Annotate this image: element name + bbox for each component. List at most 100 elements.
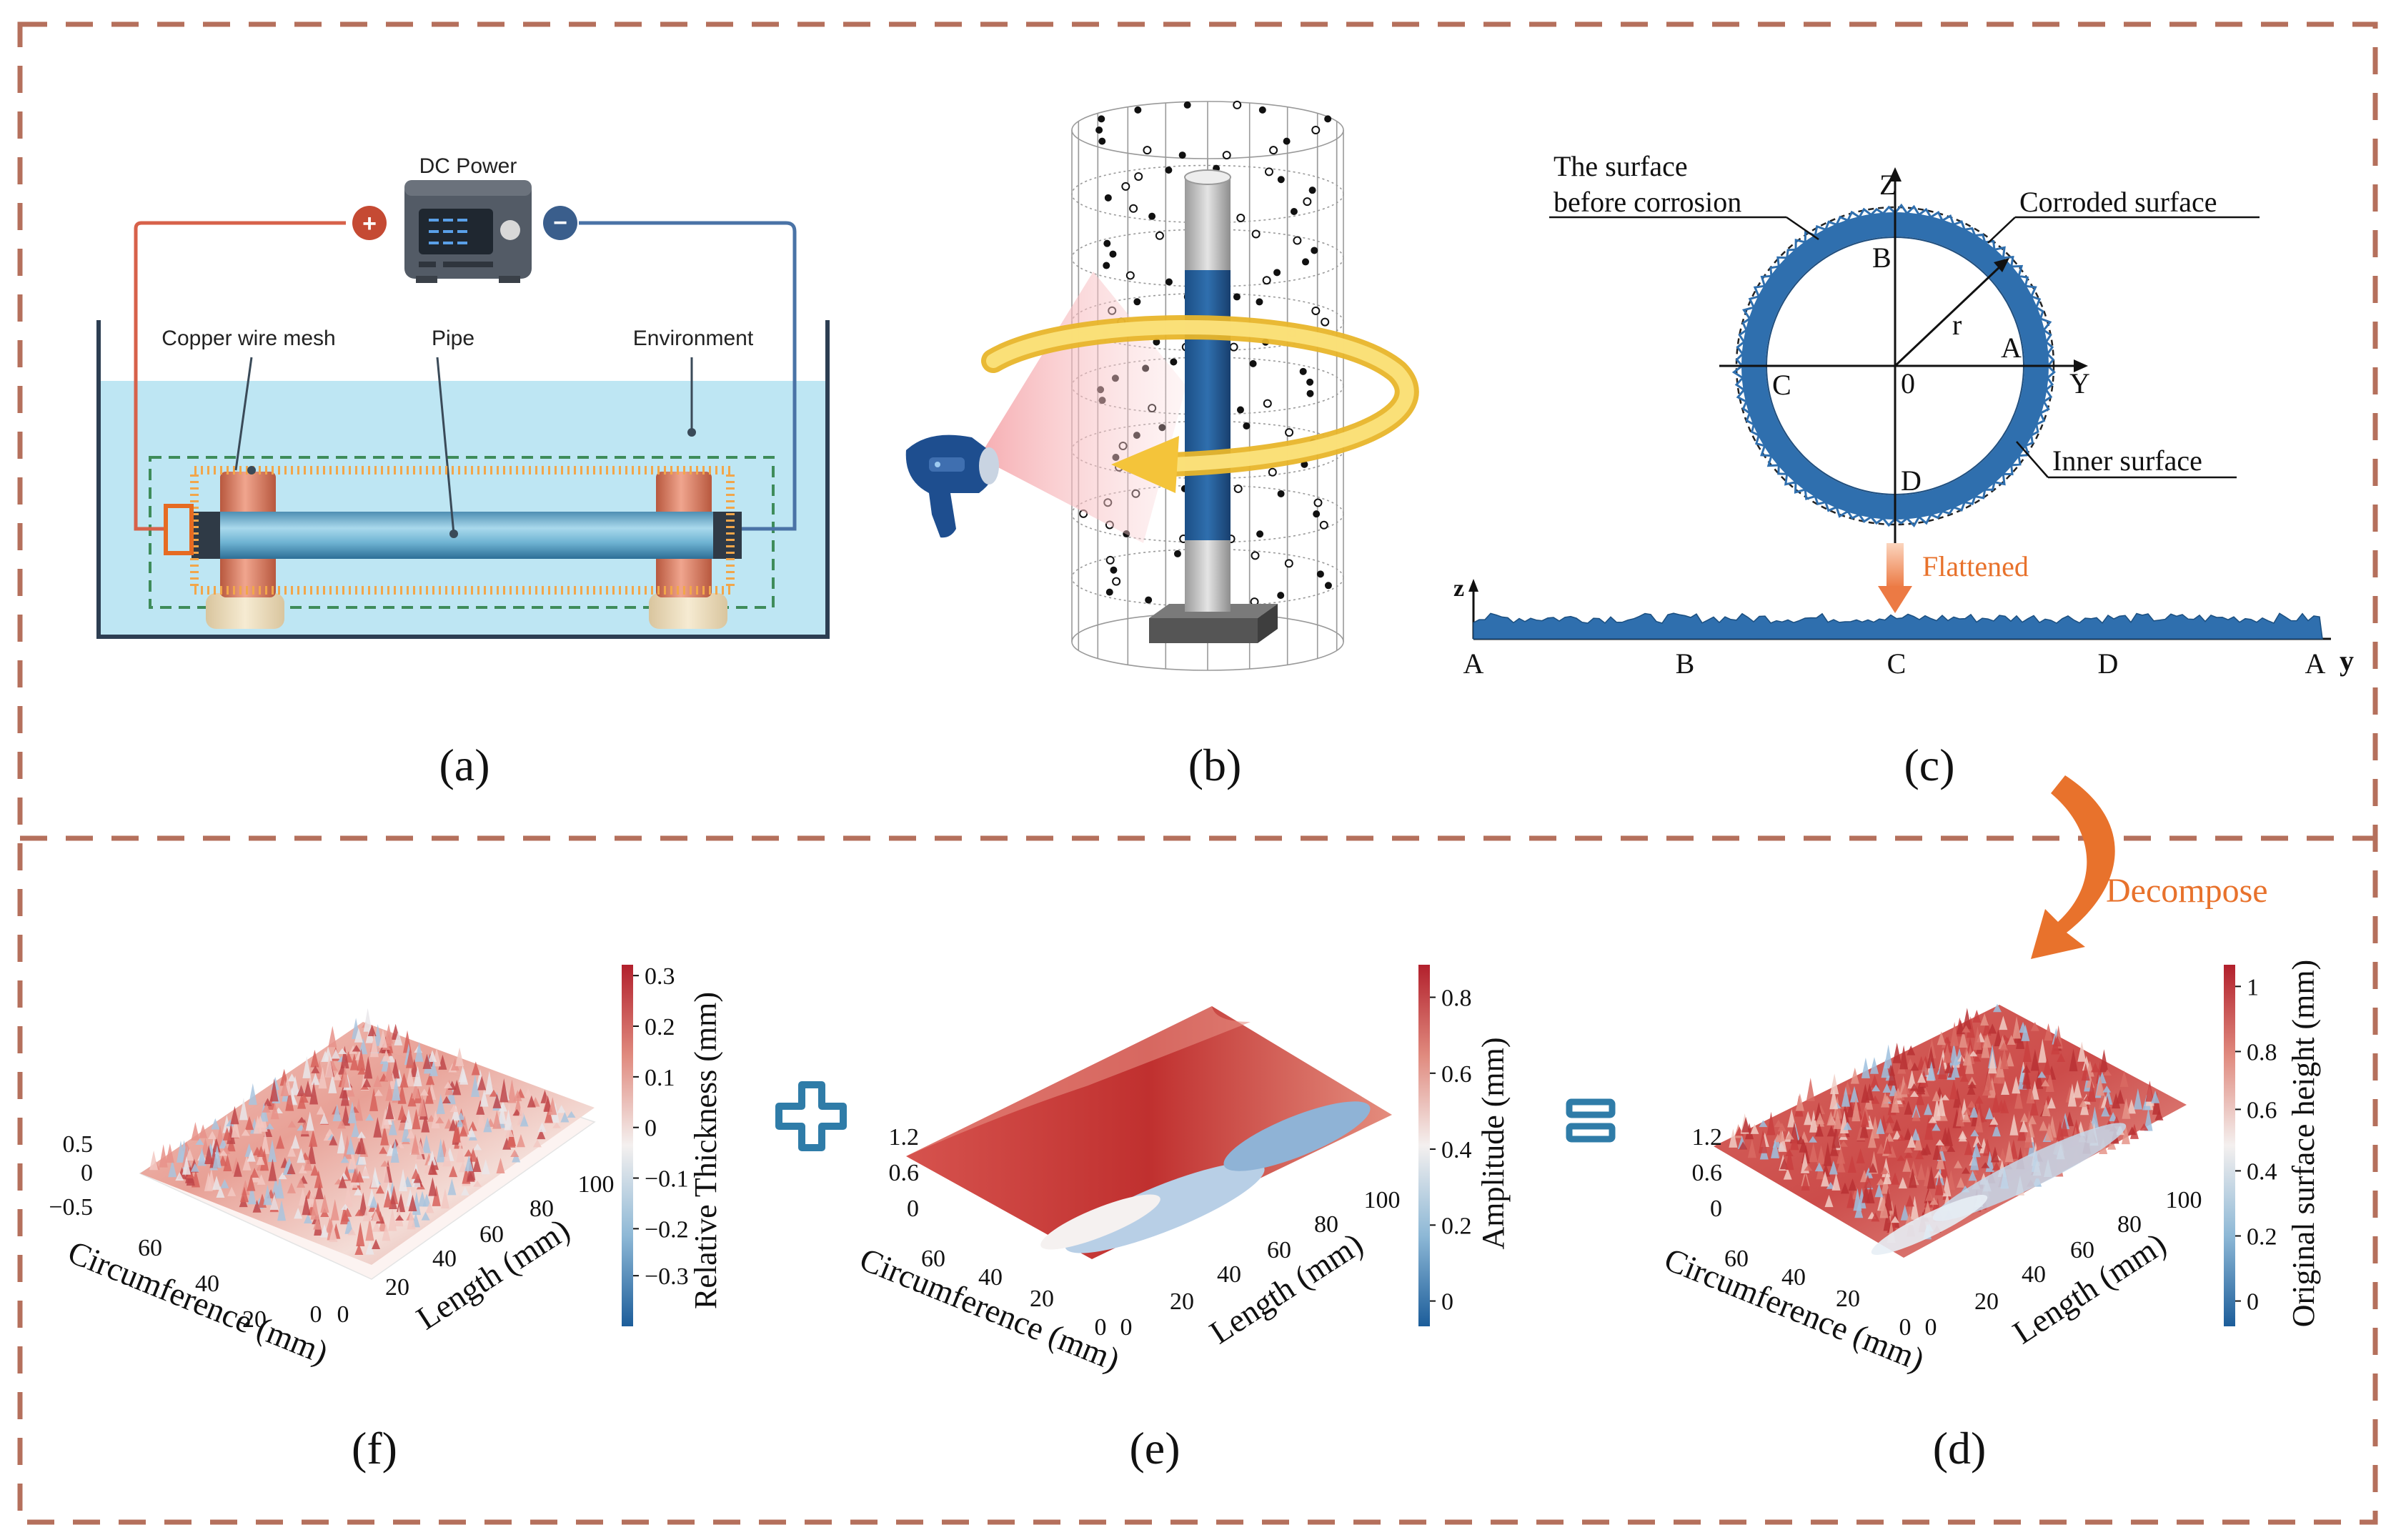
- copper-mesh-label: Copper wire mesh: [161, 327, 335, 350]
- f-circ-tick-3: 20: [242, 1306, 267, 1333]
- flat-c: C: [1887, 647, 1907, 680]
- d-z-tick-3: 0: [1710, 1196, 1722, 1222]
- e-len-tick-0: 0: [1120, 1314, 1133, 1341]
- e-circ-tick-4: 0: [1095, 1314, 1107, 1341]
- colorbar-tick: 0.4: [1441, 1137, 1472, 1163]
- flattened-label: Flattened: [1922, 550, 2029, 582]
- e-circ-tick-3: 20: [1030, 1286, 1054, 1312]
- f-len-tick-0: 0: [337, 1301, 349, 1328]
- e-len-tick-20: 20: [1170, 1288, 1194, 1315]
- panel-f-label: (f): [352, 1423, 397, 1474]
- left-stand: [206, 593, 284, 629]
- flat-a-left: A: [1463, 647, 1484, 680]
- y-axis-label: Y: [2069, 367, 2090, 399]
- inner-surface-label: Inner surface: [2052, 444, 2202, 477]
- colorbar-tick: 0.1: [645, 1065, 675, 1091]
- positive-clamp: [164, 504, 194, 555]
- power-display: [429, 219, 467, 244]
- negative-wire: [579, 221, 797, 531]
- minus-terminal-icon: [543, 206, 577, 240]
- colorbar-tick: 0.2: [645, 1014, 675, 1040]
- corroded-section: [1185, 270, 1231, 540]
- colorbar-tick: 0.2: [2247, 1224, 2277, 1251]
- e-len-tick-40: 40: [1217, 1261, 1241, 1288]
- flat-a-right: A: [2305, 647, 2326, 680]
- e-colorbar-label: Amplitude (mm): [1476, 1038, 1511, 1250]
- colorbar-tick: 0: [2247, 1289, 2259, 1316]
- f-len-tick-40: 40: [432, 1246, 457, 1272]
- flattened-surface: [1473, 612, 2323, 640]
- panel-a-label: (a): [439, 740, 489, 790]
- flatten-arrow: [1887, 543, 1904, 587]
- panel-c: Z Y r 0 A B C D The surface before corro…: [1453, 150, 2354, 790]
- f-circ-tick-1: 60: [138, 1235, 162, 1261]
- d-len-tick-40: 40: [2022, 1261, 2046, 1288]
- surface-f: [140, 1022, 595, 1265]
- colorbar-tick: 0: [645, 1116, 657, 1142]
- panel-e: 1.2 0.6 0 60 40 20 0 0 20 40 60 80 100 C…: [855, 965, 1511, 1474]
- colorbar-tick: 0.2: [1441, 1213, 1472, 1239]
- e-circumference-label: Circumference (mm): [855, 1241, 1125, 1378]
- f-len-tick-100: 100: [578, 1171, 615, 1198]
- decompose-arrow: Decompose: [2031, 775, 2268, 959]
- e-z-tick-3: 0: [907, 1196, 919, 1222]
- colorbar-tick: −0.3: [645, 1263, 689, 1290]
- d-len-tick-80: 80: [2117, 1211, 2142, 1238]
- colorbar-tick: 0.4: [2247, 1158, 2277, 1185]
- f-z-tick-3: −0.5: [49, 1194, 93, 1221]
- right-stand: [649, 593, 727, 629]
- surface-f-texture: [149, 1008, 576, 1255]
- f-len-tick-20: 20: [385, 1274, 409, 1301]
- 3d-scanner-icon: [905, 434, 999, 538]
- panel-b-label: (b): [1188, 740, 1242, 790]
- power-knob: [500, 220, 520, 240]
- point-b-label: B: [1872, 242, 1892, 274]
- d-colorbar: [2224, 965, 2235, 1326]
- panel-d-label: (d): [1933, 1423, 1987, 1474]
- e-len-tick-80: 80: [1314, 1211, 1338, 1238]
- f-circ-tick-2: 40: [195, 1271, 219, 1297]
- panel-a: + − DC Power Copper wire mesh Pipe Envir…: [96, 154, 830, 790]
- colorbar-tick: 0.8: [1441, 985, 1472, 1012]
- equals-symbol-icon: [1566, 1098, 1616, 1143]
- f-len-tick-80: 80: [530, 1196, 554, 1222]
- colorbar-tick: −0.2: [645, 1216, 689, 1243]
- panel-c-label: (c): [1904, 740, 1954, 790]
- d-z-tick-2: 0.6: [1692, 1160, 1723, 1186]
- environment-box: [149, 456, 775, 609]
- f-colorbar-label: Relative Thickness (mm): [688, 992, 723, 1309]
- e-len-tick-60: 60: [1267, 1237, 1291, 1263]
- pipe-label: Pipe: [432, 327, 474, 350]
- plus-sign: +: [362, 210, 377, 237]
- e-z-tick-1: 1.2: [889, 1124, 920, 1151]
- d-colorbar-label: Original surface height (mm): [2286, 960, 2321, 1327]
- point-d-label: D: [1901, 465, 1922, 497]
- surface-e-low-region-2: [1223, 1101, 1371, 1171]
- colorbar-tick: −0.1: [645, 1166, 689, 1193]
- flat-d: D: [2098, 647, 2119, 680]
- surface-d: [1714, 1005, 2187, 1258]
- d-circ-tick-1: 60: [1724, 1246, 1749, 1272]
- radius-label: r: [1952, 309, 1962, 341]
- e-circ-tick-1: 60: [921, 1246, 945, 1272]
- colorbar-tick: 0.8: [2247, 1039, 2277, 1065]
- d-circ-tick-4: 0: [1899, 1314, 1912, 1341]
- e-z-tick-2: 0.6: [889, 1160, 920, 1186]
- point-c-label: C: [1772, 369, 1791, 401]
- e-circ-tick-2: 40: [978, 1264, 1003, 1291]
- d-len-tick-100: 100: [2166, 1187, 2202, 1213]
- environment-label: Environment: [633, 327, 754, 350]
- pipe-leader: [436, 357, 455, 535]
- plus-terminal-icon: [352, 206, 387, 240]
- d-z-tick-1: 1.2: [1692, 1124, 1723, 1151]
- d-circ-tick-3: 20: [1836, 1286, 1860, 1312]
- before-corrosion-label-1: The surface: [1554, 150, 1688, 182]
- colorbar-tick: 0.3: [645, 963, 675, 990]
- d-len-tick-60: 60: [2070, 1237, 2094, 1263]
- decompose-label: Decompose: [2106, 872, 2268, 910]
- dashed-frame: [17, 21, 2378, 1525]
- positive-wire: [134, 221, 346, 531]
- specimen-base: [1149, 618, 1258, 643]
- d-circumference-label: Circumference (mm): [1659, 1241, 1929, 1378]
